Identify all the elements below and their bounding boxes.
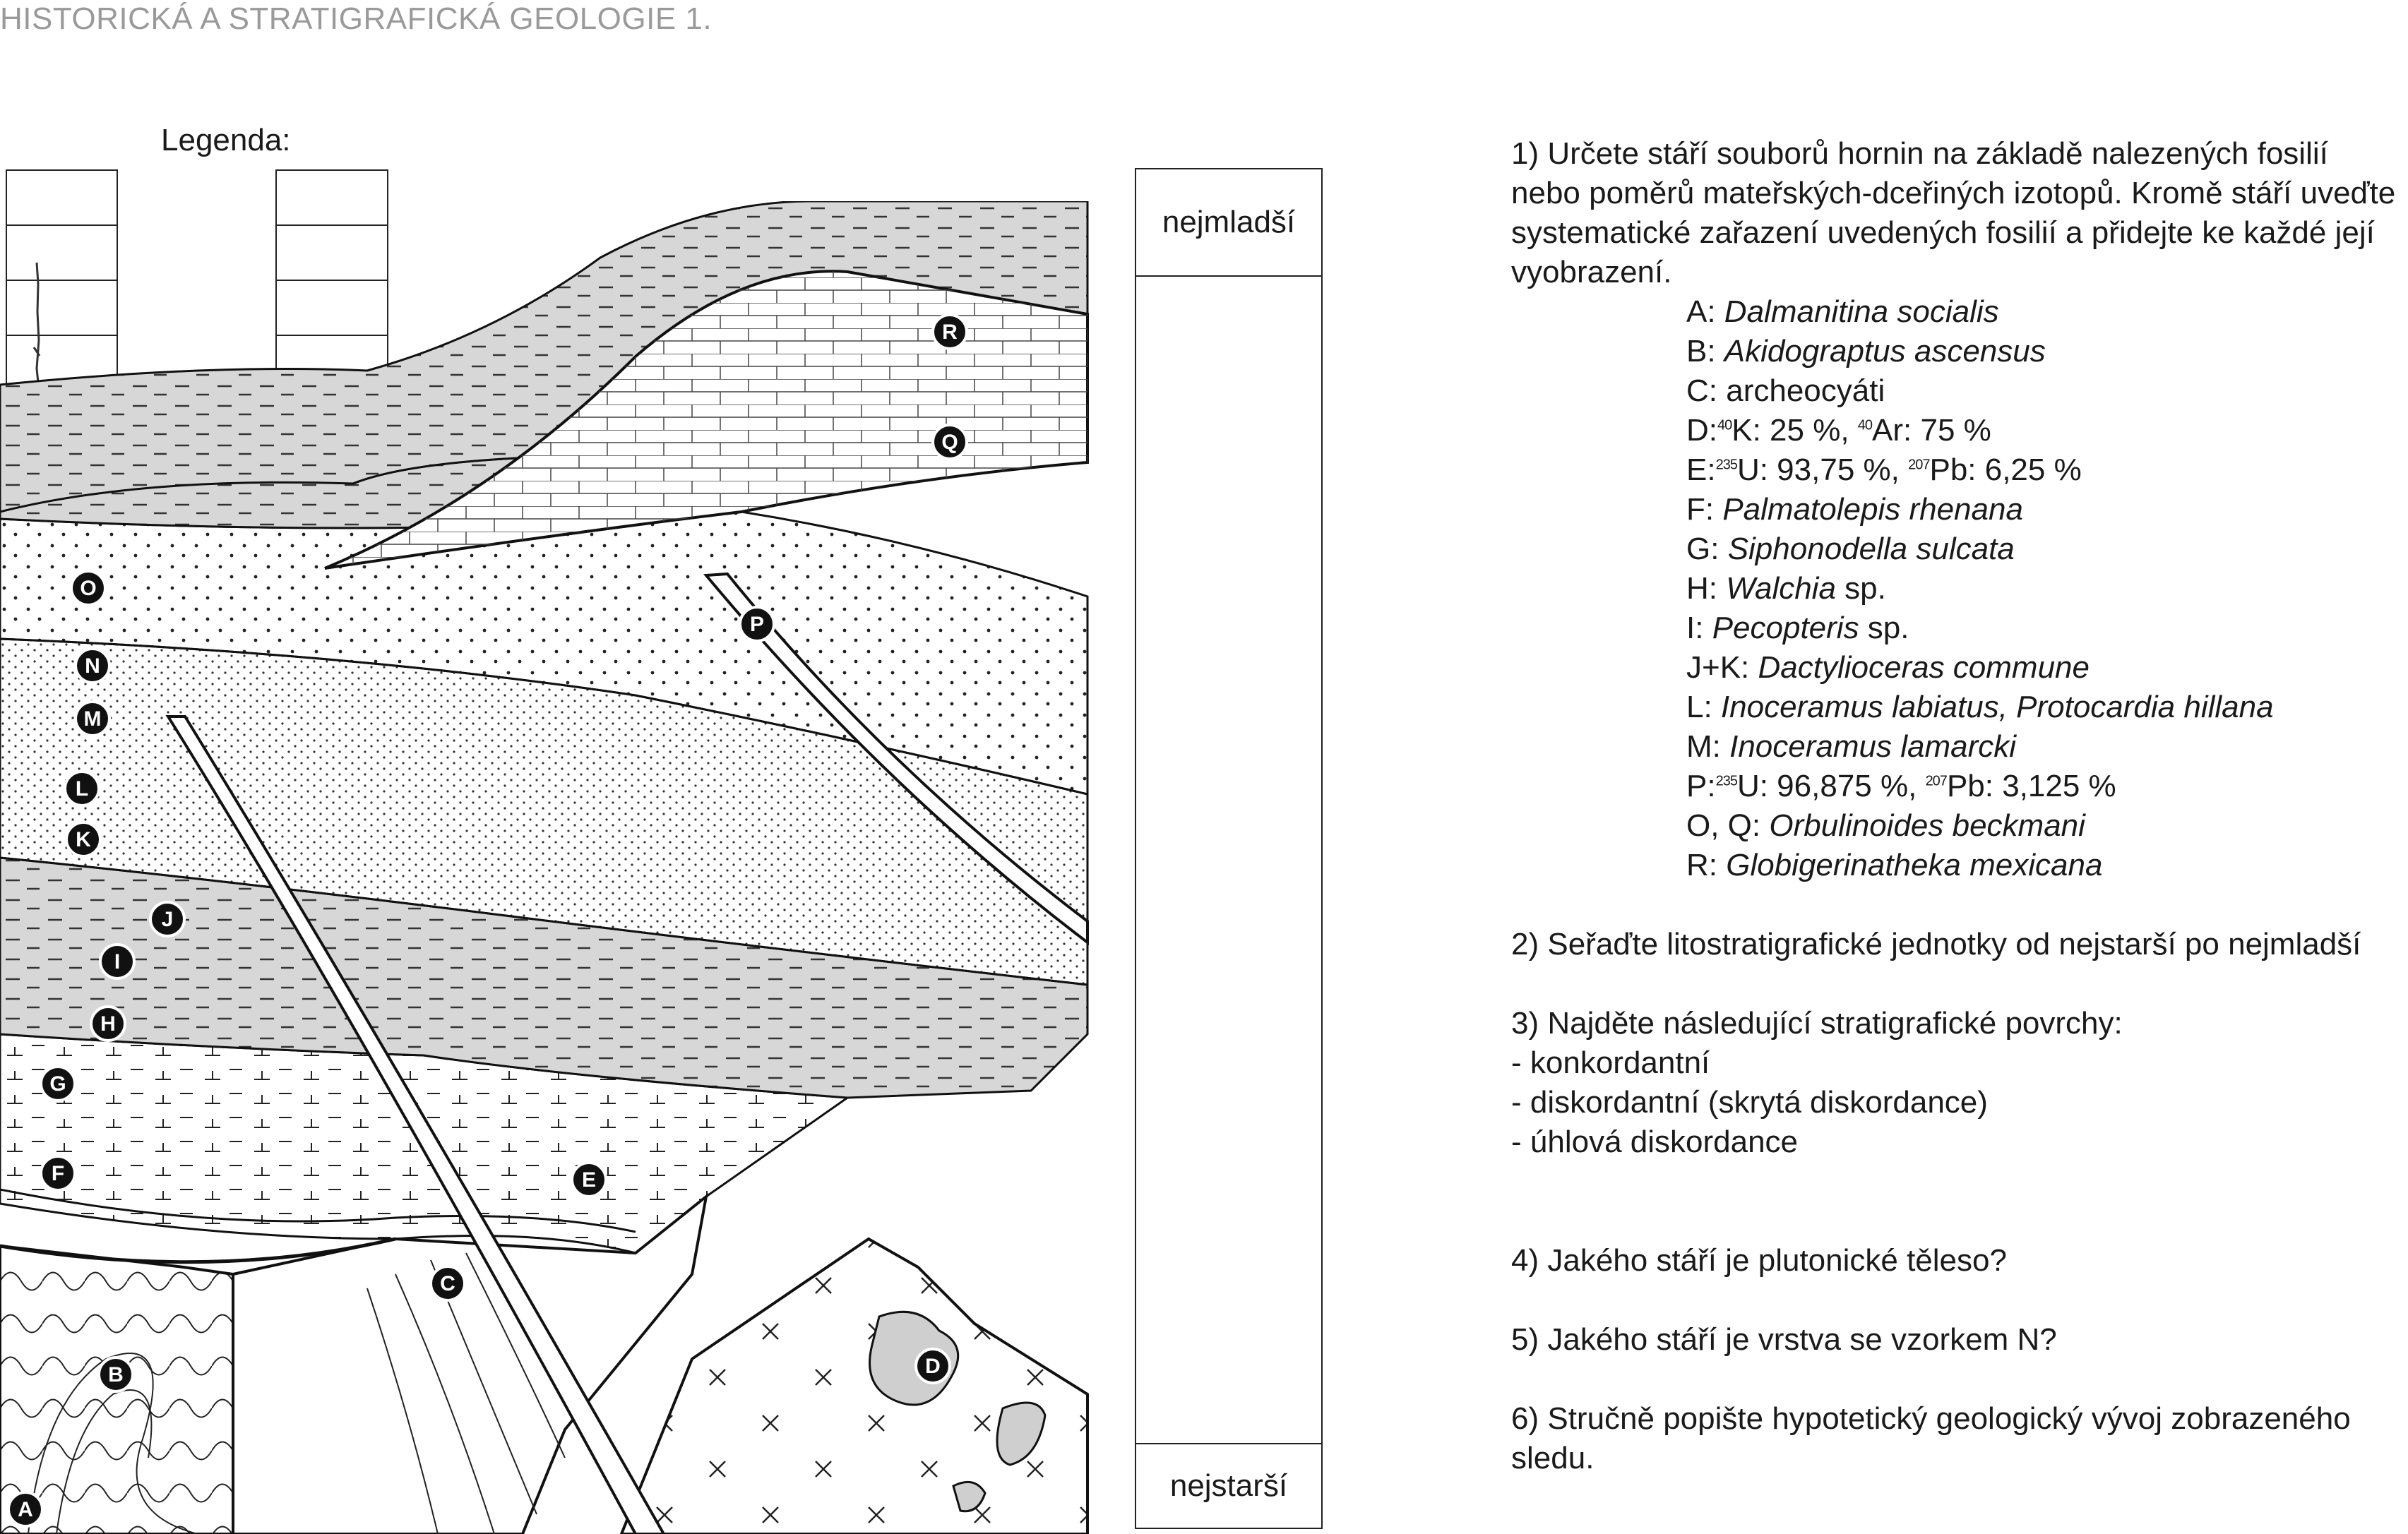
question-3-item-2: - diskordantní (skrytá diskordance) (1511, 1083, 2402, 1122)
column-top-label: nejmladší (1136, 169, 1321, 277)
svg-text:J: J (162, 908, 174, 931)
marker-g: G (41, 1067, 75, 1101)
question-5: 5) Jakého stáří je vrstva se vzorkem N? (1511, 1320, 2402, 1360)
svg-text:L: L (76, 777, 88, 801)
fossil-b: B: Akidograptus ascensus (1686, 332, 2402, 371)
marker-d: D (916, 1349, 950, 1383)
marker-q: Q (933, 425, 967, 459)
svg-text:K: K (76, 828, 91, 851)
fossil-list: A: Dalmanitina socialis B: Akidograptus … (1686, 292, 2402, 885)
isotope-e: E:235U: 93,75 %, 207Pb: 6,25 % (1686, 450, 2402, 490)
svg-text:H: H (100, 1012, 116, 1036)
marker-m: M (76, 702, 109, 736)
fossil-m: M: Inoceramus lamarcki (1686, 727, 2402, 767)
svg-text:C: C (440, 1272, 455, 1295)
marker-h: H (91, 1007, 125, 1041)
fossil-f: F: Palmatolepis rhenana (1686, 490, 2402, 529)
fossil-i: I: Pecopteris sp. (1686, 609, 2402, 648)
marker-a: A (8, 1492, 42, 1526)
fossil-jk: J+K: Dactylioceras commune (1686, 648, 2402, 688)
question-4: 4) Jakého stáří je plutonické těleso? (1511, 1241, 2402, 1281)
marker-f: F (41, 1156, 75, 1190)
stratigraphic-column: nejmladší nejstarší (1135, 168, 1323, 1529)
question-1: 1) Určete stáří souborů hornin na základ… (1511, 134, 2402, 292)
svg-text:R: R (942, 320, 958, 344)
fossil-c: C: archeocyáti (1686, 371, 2402, 411)
marker-j: J (150, 902, 184, 936)
geological-cross-section: A B C D E F G H I J K L M N O P Q R (0, 201, 1102, 1534)
svg-text:P: P (750, 613, 764, 636)
fossil-l: L: Inoceramus labiatus, Protocardia hill… (1686, 688, 2402, 727)
question-3-item-3: - úhlová diskordance (1511, 1122, 2402, 1162)
legend-label: Legenda: (161, 123, 291, 158)
svg-text:M: M (84, 707, 102, 731)
marker-k: K (66, 822, 100, 856)
marker-l: L (65, 772, 99, 805)
svg-text:G: G (49, 1072, 66, 1096)
marker-i: I (100, 945, 134, 978)
questions-panel: 1) Určete stáří souborů hornin na základ… (1511, 134, 2402, 1478)
svg-text:I: I (114, 950, 120, 973)
marker-o: O (71, 571, 105, 605)
question-2: 2) Seřaďte litostratigrafické jednotky o… (1511, 925, 2402, 964)
page-title: HISTORICKÁ A STRATIGRAFICKÁ GEOLOGIE 1. (0, 1, 712, 37)
svg-text:N: N (85, 654, 100, 678)
fossil-r: R: Globigerinatheka mexicana (1686, 846, 2402, 885)
marker-e: E (572, 1163, 606, 1197)
question-3-item-1: - konkordantní (1511, 1043, 2402, 1083)
isotope-p: P:235U: 96,875 %, 207Pb: 3,125 % (1686, 767, 2402, 806)
svg-text:B: B (108, 1363, 124, 1386)
marker-b: B (99, 1358, 133, 1391)
fossil-a: A: Dalmanitina socialis (1686, 292, 2402, 332)
svg-text:E: E (582, 1168, 596, 1192)
svg-text:Q: Q (941, 431, 958, 454)
isotope-d: D:40K: 25 %, 40Ar: 75 % (1686, 411, 2402, 450)
marker-n: N (76, 649, 109, 683)
marker-c: C (431, 1266, 465, 1300)
svg-text:D: D (925, 1355, 941, 1378)
column-bottom-label: nejstarší (1136, 1443, 1321, 1528)
question-6: 6) Stručně popište hypotetický geologick… (1511, 1399, 2402, 1478)
marker-r: R (933, 315, 967, 349)
svg-text:O: O (80, 577, 96, 600)
fossil-g: G: Siphonodella sulcata (1686, 529, 2402, 569)
svg-text:F: F (52, 1162, 64, 1185)
marker-p: P (740, 607, 774, 641)
fossil-oq: O, Q: Orbulinoides beckmani (1686, 806, 2402, 846)
fossil-h: H: Walchia sp. (1686, 569, 2402, 609)
svg-text:A: A (18, 1498, 33, 1521)
question-3: 3) Najděte následující stratigrafické po… (1511, 1004, 2402, 1043)
